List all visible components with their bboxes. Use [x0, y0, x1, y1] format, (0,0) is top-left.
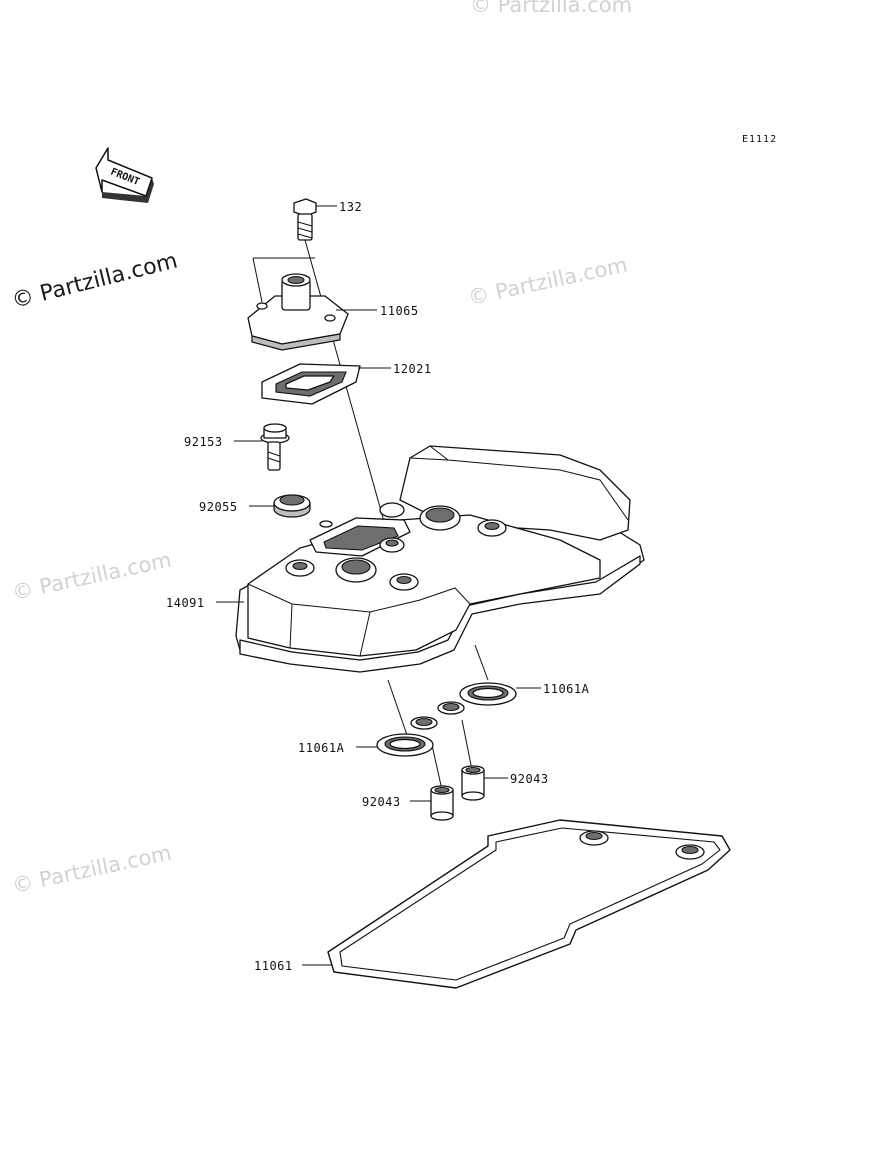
callout-92153[interactable]: 92153 [184, 435, 223, 449]
watermark-mid-left: © Partzilla.com [10, 548, 174, 605]
callout-11065[interactable]: 11065 [380, 304, 419, 318]
watermark-primary: © Partzilla.com [9, 248, 180, 313]
gasket-11061-icon[interactable] [327, 819, 731, 989]
gasket-11061A-right-icon[interactable] [437, 682, 517, 715]
callout-12021[interactable]: 12021 [393, 362, 432, 376]
callout-14091[interactable]: 14091 [166, 596, 205, 610]
dowel-92043-right-icon[interactable] [461, 765, 485, 801]
leader-lines [216, 205, 541, 966]
callout-11061[interactable]: 11061 [254, 959, 293, 973]
breather-cover-11065-icon[interactable] [247, 273, 349, 351]
front-arrow-icon: FRONT [95, 147, 154, 203]
washer-92055-icon[interactable] [273, 494, 311, 518]
watermark-top: © Partzilla.com [470, 0, 632, 17]
watermark-lower-left: © Partzilla.com [10, 841, 174, 898]
bolt-132-icon[interactable] [293, 198, 317, 241]
callout-92043-right[interactable]: 92043 [510, 772, 549, 786]
callout-92043-left[interactable]: 92043 [362, 795, 401, 809]
cylinder-head-cover-14091-icon[interactable] [235, 445, 645, 673]
assembly-axis-lines [252, 239, 489, 791]
bolt-92153-icon[interactable] [260, 423, 290, 471]
diagram-ref-code: E1112 [742, 134, 777, 145]
gasket-11061A-left-icon[interactable] [376, 716, 438, 757]
callout-11061A-right[interactable]: 11061A [543, 682, 590, 696]
watermark-group: © Partzilla.com © Partzilla.com © Partzi… [10, 0, 632, 898]
dowel-92043-left-icon[interactable] [430, 785, 454, 821]
callout-132[interactable]: 132 [339, 200, 362, 214]
watermark-mid-right: © Partzilla.com [466, 253, 630, 310]
callout-92055[interactable]: 92055 [199, 500, 238, 514]
callout-11061A-left[interactable]: 11061A [298, 741, 345, 755]
gasket-12021-icon[interactable] [261, 363, 361, 405]
